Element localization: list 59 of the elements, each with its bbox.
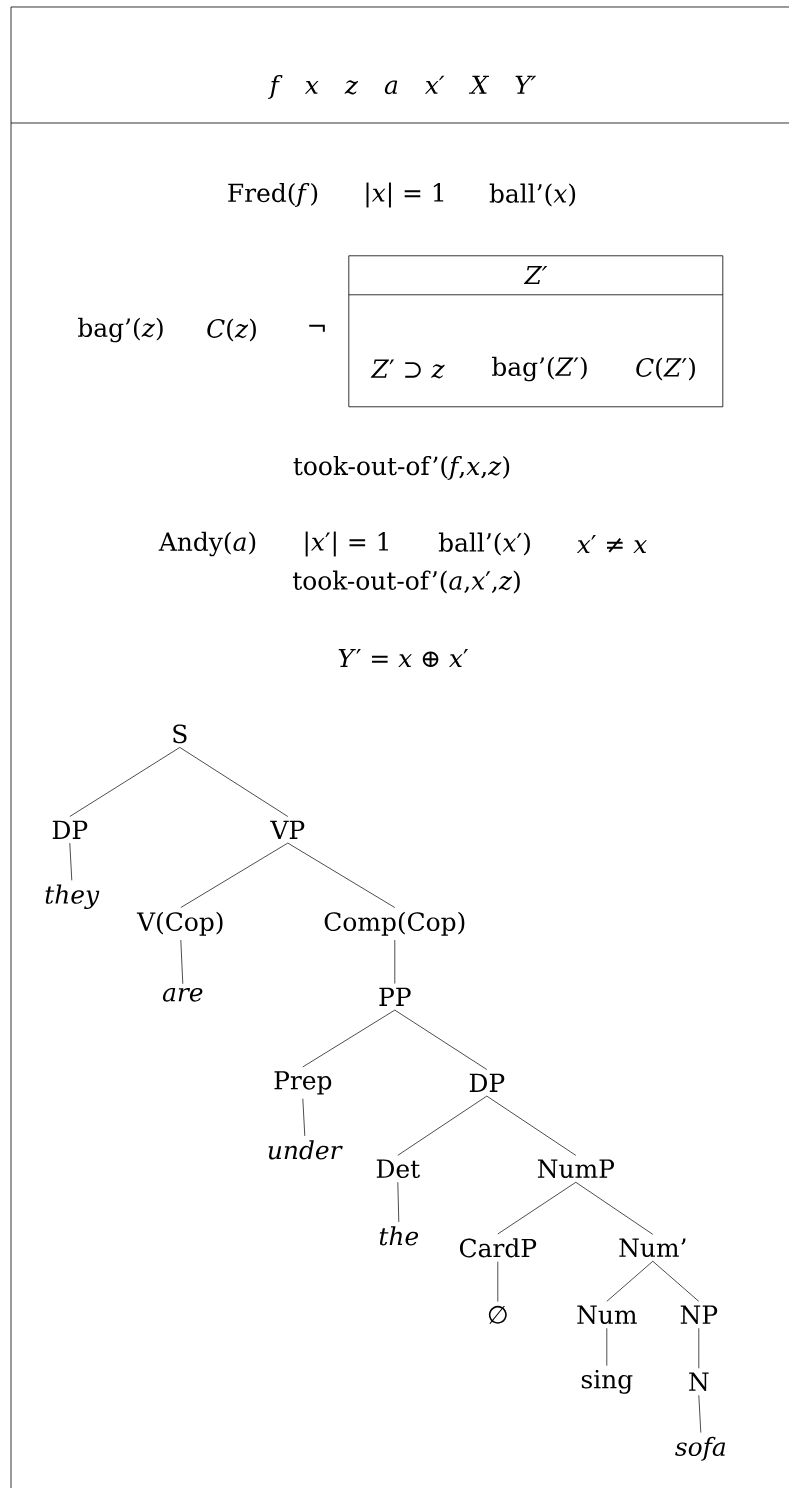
tree-branch	[180, 842, 289, 908]
tree-branch	[698, 1394, 702, 1433]
condition-text: x′ ≠ x	[576, 534, 647, 554]
tree-label: N	[689, 1372, 709, 1392]
condition-text: ball’(x)	[489, 183, 576, 207]
tree-branch	[302, 1098, 306, 1137]
condition-text: took-out-of’(a,x′,z)	[292, 570, 520, 594]
condition-text: ball’(x′)	[438, 532, 530, 556]
tree-label: V(Cop)	[136, 911, 223, 936]
tree-branch	[397, 1181, 400, 1223]
tree-branch	[394, 939, 396, 984]
tree-label: Num	[577, 1305, 637, 1325]
condition-text: |x| = 1	[366, 182, 444, 208]
tree-branch	[397, 1095, 488, 1156]
tree-branch	[606, 1260, 654, 1302]
tree-label: Prep	[274, 1071, 332, 1095]
tree-label: Comp(Cop)	[324, 911, 465, 936]
tree-label: Num’	[619, 1238, 686, 1258]
tree-label: Det	[376, 1159, 420, 1179]
tree-label: S	[173, 724, 187, 744]
tree-label: sing	[581, 1369, 633, 1394]
condition-text: Andy(a)	[158, 531, 256, 557]
tree-branch	[497, 1261, 499, 1302]
condition-text: bag’(z)	[78, 317, 163, 343]
tree-branch	[69, 842, 73, 881]
tree-branch	[652, 1260, 700, 1302]
condition-text: Z′ ⊃ z	[370, 359, 445, 379]
tree-label: VP	[270, 820, 305, 839]
tree-branch	[302, 1009, 396, 1068]
tree-label: ∅	[488, 1305, 507, 1324]
tree-label: are	[162, 988, 203, 1002]
tree-label: sofa	[675, 1436, 726, 1461]
tree-branch	[486, 1095, 577, 1156]
tree-label: NumP	[537, 1159, 614, 1179]
condition-text: |x′| = 1	[305, 531, 388, 557]
condition-text: C(Z′)	[636, 357, 695, 381]
condition-text: C(z)	[207, 318, 256, 342]
tree-label: DP	[52, 820, 88, 839]
tree-label: CardP	[459, 1238, 537, 1258]
tree-label: under	[268, 1140, 343, 1160]
tree-branch	[394, 1009, 488, 1070]
condition-text: bag’(Z′)	[492, 356, 587, 382]
condition-text: took-out-of’(f,x,z)	[293, 455, 510, 481]
tree-branch	[698, 1327, 700, 1369]
tree-branch	[497, 1181, 577, 1235]
tree-label: they	[45, 884, 100, 910]
tree-branch	[69, 747, 181, 817]
tree-label: the	[379, 1226, 419, 1246]
tree-label: DP	[469, 1073, 505, 1092]
tree-label: PP	[379, 987, 411, 1006]
tree-branch	[180, 939, 184, 985]
condition-text: Y′ = x ⊕ x′	[338, 648, 469, 668]
tree-branch	[287, 842, 396, 908]
condition-text: Fred(f)	[228, 182, 318, 208]
tree-branch	[179, 747, 289, 817]
tree-label: NP	[680, 1305, 718, 1325]
negation-sign: ¬	[309, 324, 325, 332]
tree-branch	[606, 1327, 608, 1367]
tree-branch	[575, 1181, 654, 1235]
